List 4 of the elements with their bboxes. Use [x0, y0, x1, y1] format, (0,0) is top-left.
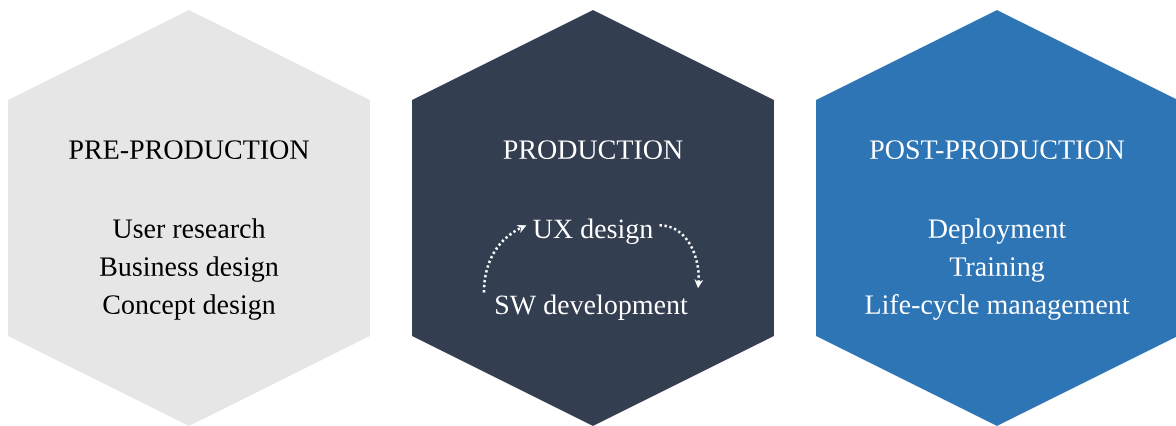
step-label: SW development	[496, 294, 688, 320]
hexagon: PRE-PRODUCTION User research Business design Concept design	[8, 10, 370, 426]
hexagon: POST-PRODUCTION Deployment Training Life-cycle management	[816, 10, 1176, 426]
step-label: UX design	[533, 218, 653, 245]
